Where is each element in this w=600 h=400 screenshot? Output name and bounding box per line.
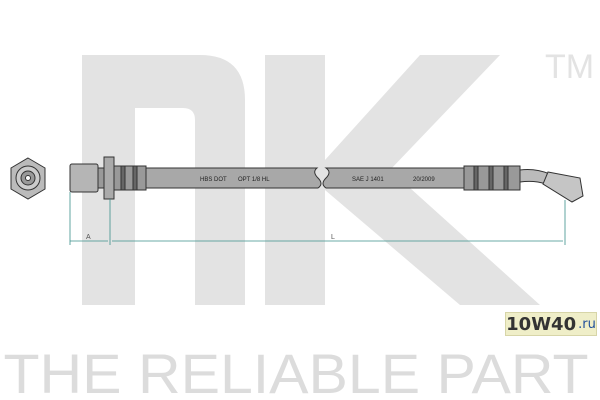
- dimension-a-label: A: [86, 234, 91, 241]
- hose-marking-3: SAE J 1401: [352, 177, 384, 183]
- watermark-suffix: .ru: [578, 316, 596, 332]
- right-fitting: [463, 165, 584, 203]
- watermark-main: 10W40: [506, 313, 577, 335]
- hose-marking-2: OPT 1/8 HL: [238, 177, 270, 183]
- hose: HBS DOT OPT 1/8 HL SAE J 1401 20/2009: [145, 167, 465, 189]
- hose-marking-4: 20/2009: [413, 177, 435, 183]
- tagline: THE RELIABLE PART: [4, 342, 589, 400]
- watermark: 10W40.ru: [505, 312, 597, 336]
- dimension-l-label: L: [331, 234, 335, 241]
- dimension-lines: [69, 192, 566, 245]
- trademark: TM: [545, 48, 594, 86]
- hex-end-view: [10, 157, 46, 200]
- hose-marking-1: HBS DOT: [200, 177, 227, 183]
